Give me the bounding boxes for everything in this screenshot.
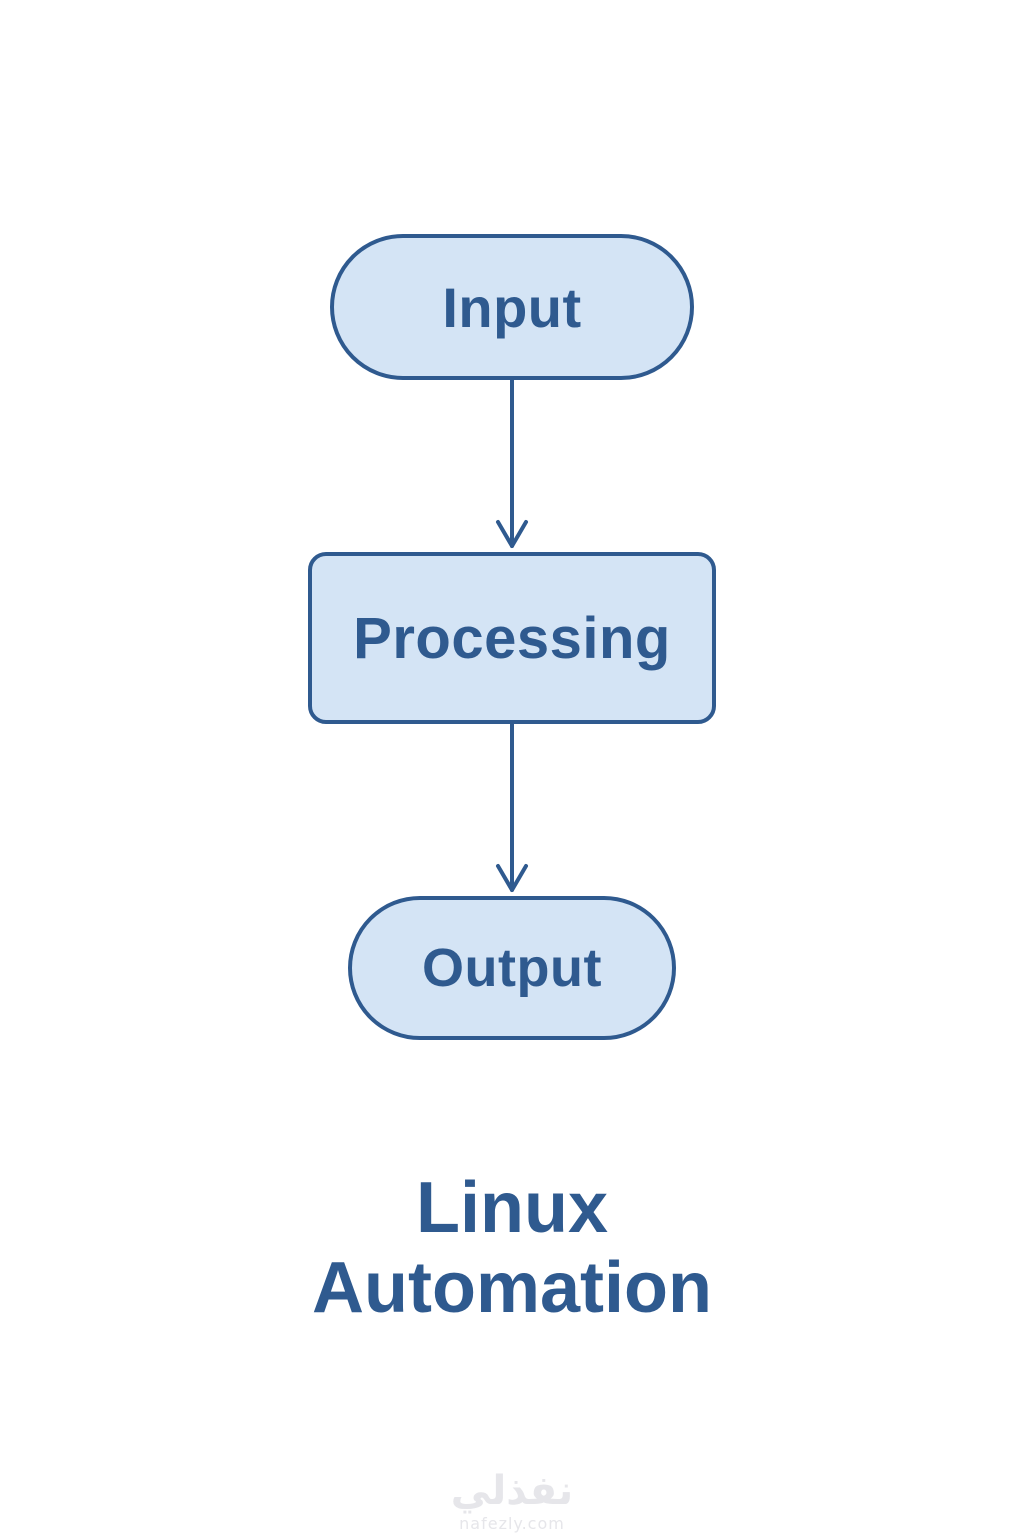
watermark-url: nafezly.com xyxy=(459,1514,565,1533)
output-node-label: Output xyxy=(422,938,602,998)
output-node: Output xyxy=(348,896,676,1040)
input-node: Input xyxy=(330,234,694,380)
processing-node: Processing xyxy=(308,552,716,724)
arrow-input-to-processing xyxy=(496,378,528,548)
watermark: نفذلي nafezly.com xyxy=(412,1468,612,1534)
watermark-logo: نفذلي xyxy=(450,1468,574,1514)
title-line-1: Linux xyxy=(416,1168,608,1248)
arrow-processing-to-output xyxy=(496,722,528,892)
diagram-title: Linux Automation xyxy=(212,1168,812,1328)
input-node-label: Input xyxy=(442,275,582,339)
title-line-2: Automation xyxy=(312,1248,712,1328)
processing-node-label: Processing xyxy=(353,605,671,671)
